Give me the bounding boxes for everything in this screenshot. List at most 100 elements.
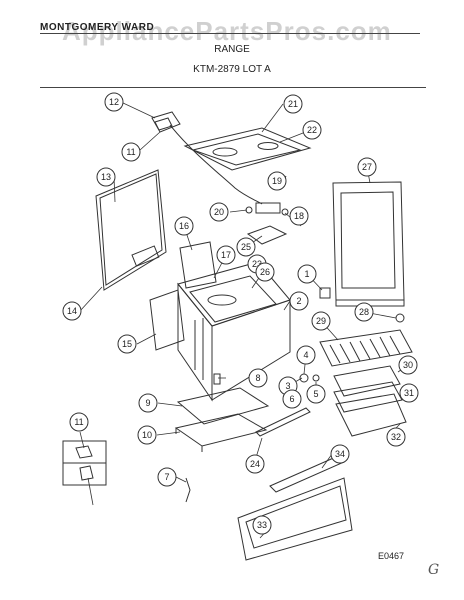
callout-25: 25 (236, 237, 256, 257)
callout-31: 31 (399, 383, 419, 403)
callout-number: 6 (289, 394, 294, 404)
callout-number: 4 (303, 350, 308, 360)
drawer-part (237, 407, 353, 561)
callout-30: 30 (398, 355, 418, 375)
callout-number: 32 (391, 432, 401, 442)
callout-5: 5 (306, 384, 326, 404)
callout-number: 1 (304, 269, 309, 279)
callout-circle (311, 311, 331, 331)
callout-number: 8 (255, 373, 260, 383)
callout-number: 30 (403, 360, 413, 370)
frame-rule (40, 87, 426, 88)
callout-circle (283, 94, 303, 114)
callout-circle (209, 202, 229, 222)
callout-number: 11 (126, 147, 135, 157)
callout-circle (399, 383, 419, 403)
callout-number: 12 (109, 97, 119, 107)
oven-door-part (332, 181, 405, 307)
side-panel-part (95, 169, 167, 291)
callout-14: 14 (62, 301, 82, 321)
callout-7: 7 (157, 467, 177, 487)
callout-circle (289, 206, 309, 226)
callout-circle (248, 368, 268, 388)
callout-17: 17 (216, 245, 236, 265)
small-parts (299, 287, 405, 383)
callout-19: 19 (267, 171, 287, 191)
callout-number: 11 (74, 417, 83, 427)
callout-33: 33 (252, 515, 272, 535)
callout-27: 27 (357, 157, 377, 177)
callout-circle (117, 334, 137, 354)
cooktop-part (183, 127, 312, 171)
model-number: KTM-2879 LOT A (193, 64, 271, 75)
callout-21: 21 (283, 94, 303, 114)
callout-number: 26 (260, 267, 270, 277)
callout-number: 22 (307, 125, 317, 135)
callout-2: 2 (289, 291, 309, 311)
callout-number: 24 (250, 459, 260, 469)
callout-circle (138, 393, 158, 413)
callout-number: 31 (404, 388, 414, 398)
callout-number: 2 (296, 296, 301, 306)
callout-29: 29 (311, 311, 331, 331)
callout-circle (104, 92, 124, 112)
callout-circle (96, 167, 116, 187)
callout-circle (121, 142, 141, 162)
callout-34: 34 (330, 444, 350, 464)
callout-circle (245, 454, 265, 474)
callout-number: 5 (313, 389, 318, 399)
callout-number: 9 (145, 398, 150, 408)
callout-number: 29 (316, 316, 326, 326)
callout-circle (302, 120, 322, 140)
callout-circle (354, 302, 374, 322)
callout-26: 26 (255, 262, 275, 282)
callout-8: 8 (248, 368, 268, 388)
callout-number: 14 (67, 306, 77, 316)
callout-9: 9 (138, 393, 158, 413)
callout-number: 7 (164, 472, 169, 482)
callout-circle (289, 291, 309, 311)
callout-number: 33 (257, 520, 267, 530)
callout-16: 16 (174, 216, 194, 236)
callout-number: 23 (252, 259, 262, 269)
callout-circle (174, 216, 194, 236)
callout-number: 34 (335, 449, 345, 459)
callout-number: 28 (359, 307, 369, 317)
callout-circle (357, 157, 377, 177)
diagram-title: RANGE (214, 44, 250, 55)
handwritten-mark: G (428, 562, 440, 578)
callout-12: 12 (104, 92, 124, 112)
callout-32: 32 (386, 427, 406, 447)
callout-number: 27 (362, 162, 372, 172)
switch-part (151, 111, 263, 205)
callout-circle (297, 264, 317, 284)
callout-6: 6 (282, 389, 302, 409)
callout-20: 20 (209, 202, 229, 222)
inset-box (62, 440, 107, 486)
callout-circle (282, 389, 302, 409)
oven-rack-part (319, 329, 413, 437)
callout-number: 25 (241, 242, 251, 252)
callout-number: 18 (294, 211, 304, 221)
drawing-code: E0467 (378, 551, 405, 561)
callout-28: 28 (354, 302, 374, 322)
callout-24: 24 (245, 454, 265, 474)
header-rule (40, 33, 420, 34)
brand-label: MONTGOMERY WARD (40, 22, 155, 33)
callout-circle (157, 467, 177, 487)
callout-22: 22 (302, 120, 322, 140)
callout-11: 11 (121, 142, 141, 162)
callout-number: 3 (285, 381, 290, 391)
callout-circle (137, 425, 157, 445)
callout-circle (255, 262, 275, 282)
callout-number: 16 (179, 221, 189, 231)
bottom-panel-part (174, 387, 270, 452)
callout-circle (267, 171, 287, 191)
callout-number: 10 (142, 430, 152, 440)
callout-11: 11 (69, 412, 89, 432)
callout-circle (330, 444, 350, 464)
callout-1: 1 (297, 264, 317, 284)
callout-18: 18 (289, 206, 309, 226)
callout-circle (398, 355, 418, 375)
